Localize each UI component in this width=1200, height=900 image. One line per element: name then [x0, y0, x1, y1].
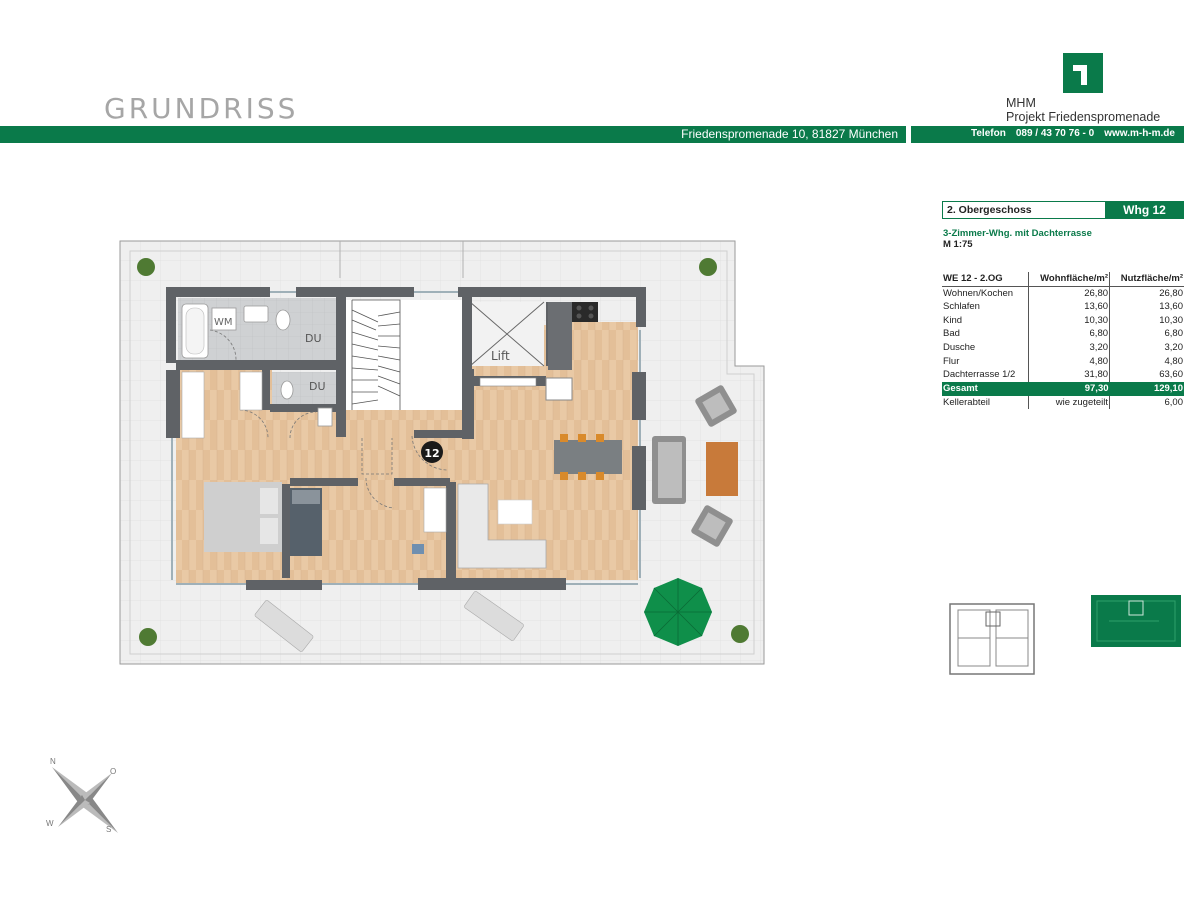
usable-area: 26,80: [1159, 287, 1183, 299]
unit-type: 3-Zimmer-Whg. mit Dachterrasse: [943, 228, 1092, 239]
table-header: Nutzfläche/m²: [1109, 272, 1184, 287]
walls: [166, 287, 646, 590]
table-header: Wohnfläche/m²: [1028, 272, 1111, 287]
brand-name: MHM: [1006, 96, 1036, 110]
room-name: Wohnen/Kochen: [942, 286, 1029, 300]
parasol-icon: [644, 578, 712, 646]
table-row: Dusche 3,20 3,20: [942, 340, 1184, 355]
website-link[interactable]: www.m-h-m.de: [1104, 128, 1175, 139]
phone-number: 089 / 43 70 76 - 0: [1015, 128, 1095, 139]
table-row: Schlafen 13,60 13,60: [942, 299, 1184, 314]
living-area: 13,60: [1028, 299, 1111, 314]
floor-box: 2. Obergeschoss Whg 12: [942, 201, 1184, 219]
table-row: Dachterrasse 1/2 31,80 63,60: [942, 368, 1184, 382]
table-header: WE 12 - 2.OG: [942, 272, 1029, 287]
terrace-furniture: [254, 385, 738, 652]
label-du-2: DU: [309, 380, 326, 393]
usable-area: 10,30: [1159, 314, 1183, 326]
address-text: Friedenspromenade 10, 81827 München: [681, 127, 898, 141]
room-name: Schlafen: [942, 299, 1029, 314]
door-swings: [209, 329, 449, 509]
scale-label: M 1:75: [943, 239, 973, 250]
toilet-icon: [280, 380, 294, 400]
compass-rose: N O S W: [40, 755, 130, 845]
table-header-row: WE 12 - 2.OG Wohnfläche/m² Nutzfläche/m²: [942, 272, 1184, 287]
label-wm: WM: [214, 317, 233, 328]
company-logo: [1063, 53, 1103, 93]
table-row: Kellerabteil wie zugeteilt 6,00: [942, 395, 1184, 410]
kitchen: [479, 302, 598, 401]
compass-west: W: [46, 819, 54, 828]
total-row: Gesamt 97,30 129,10: [942, 381, 1184, 396]
total-living-area: 97,30: [1028, 381, 1110, 396]
windows: [171, 291, 641, 585]
living-area: 26,80: [1028, 286, 1111, 300]
floor-name: 2. Obergeschoss: [947, 204, 1032, 216]
total-label: Gesamt: [942, 381, 1029, 396]
room-name: Dusche: [942, 340, 1029, 355]
living-area: 4,80: [1028, 354, 1111, 369]
page-title: GRUNDRISS: [104, 92, 299, 125]
table-row: Bad 6,80 6,80: [942, 327, 1184, 341]
bathtub: [181, 303, 209, 359]
living-area: wie zugeteilt: [1028, 395, 1111, 410]
usable-area: 6,80: [1164, 328, 1184, 340]
single-bed: [290, 488, 322, 556]
staircase: [351, 299, 401, 410]
toilet-icon: [275, 309, 291, 331]
address-bar: Friedenspromenade 10, 81827 München: [0, 126, 906, 143]
washing-machine: [211, 307, 237, 331]
table-row: Kind 10,30 10,30: [942, 313, 1184, 328]
desk: [423, 487, 447, 533]
table-row: Wohnen/Kochen 26,80 26,80: [942, 286, 1184, 300]
desk-chair: [412, 544, 424, 554]
compass-south: S: [106, 825, 112, 834]
double-bed: [204, 482, 282, 552]
wardrobe: [239, 371, 263, 411]
area-table: WE 12 - 2.OG Wohnfläche/m² Nutzfläche/m²…: [942, 272, 1184, 410]
unit-number: 12: [424, 447, 439, 460]
plant-icon: [137, 258, 749, 646]
compass-icon: [52, 767, 118, 833]
usable-area: 13,60: [1159, 301, 1183, 313]
living-area: 10,30: [1028, 313, 1111, 328]
contact-bar: Telefon 089 / 43 70 76 - 0 www.m-h-m.de: [911, 126, 1184, 143]
key-plan-building: [949, 603, 1035, 675]
compass-east: O: [110, 767, 117, 776]
room-name: Kellerabteil: [942, 395, 1029, 410]
unit-tag: Whg 12: [1105, 201, 1184, 219]
sofa: [457, 483, 547, 569]
room-name: Bad: [942, 327, 1029, 341]
compass-north: N: [50, 757, 56, 766]
washbasin-icon: [243, 305, 269, 323]
room-name: Flur: [942, 354, 1029, 369]
living-area: 6,80: [1028, 327, 1111, 341]
wardrobe: [181, 371, 205, 439]
room-name: Dachterrasse 1/2: [942, 368, 1029, 382]
label-du-1: DU: [305, 332, 322, 345]
room-name: Kind: [942, 313, 1029, 328]
brand-project: Projekt Friedenspromenade: [1006, 110, 1161, 124]
usable-area: 63,60: [1159, 369, 1183, 381]
phone-label: Telefon: [971, 128, 1006, 139]
label-lift: Lift: [491, 349, 510, 363]
usable-area: 3,20: [1164, 342, 1184, 354]
living-area: 31,80: [1028, 368, 1111, 382]
unit-number-badge: [421, 441, 443, 463]
usable-area: 6,00: [1164, 396, 1184, 408]
washbasin-icon: [317, 407, 333, 427]
key-plan-unit-highlight: [1091, 595, 1181, 647]
table-row: Flur 4,80 4,80: [942, 354, 1184, 369]
total-usable-area: 129,10: [1109, 381, 1184, 396]
dining-table: [554, 434, 622, 480]
usable-area: 4,80: [1164, 355, 1184, 367]
living-area: 3,20: [1028, 340, 1111, 355]
